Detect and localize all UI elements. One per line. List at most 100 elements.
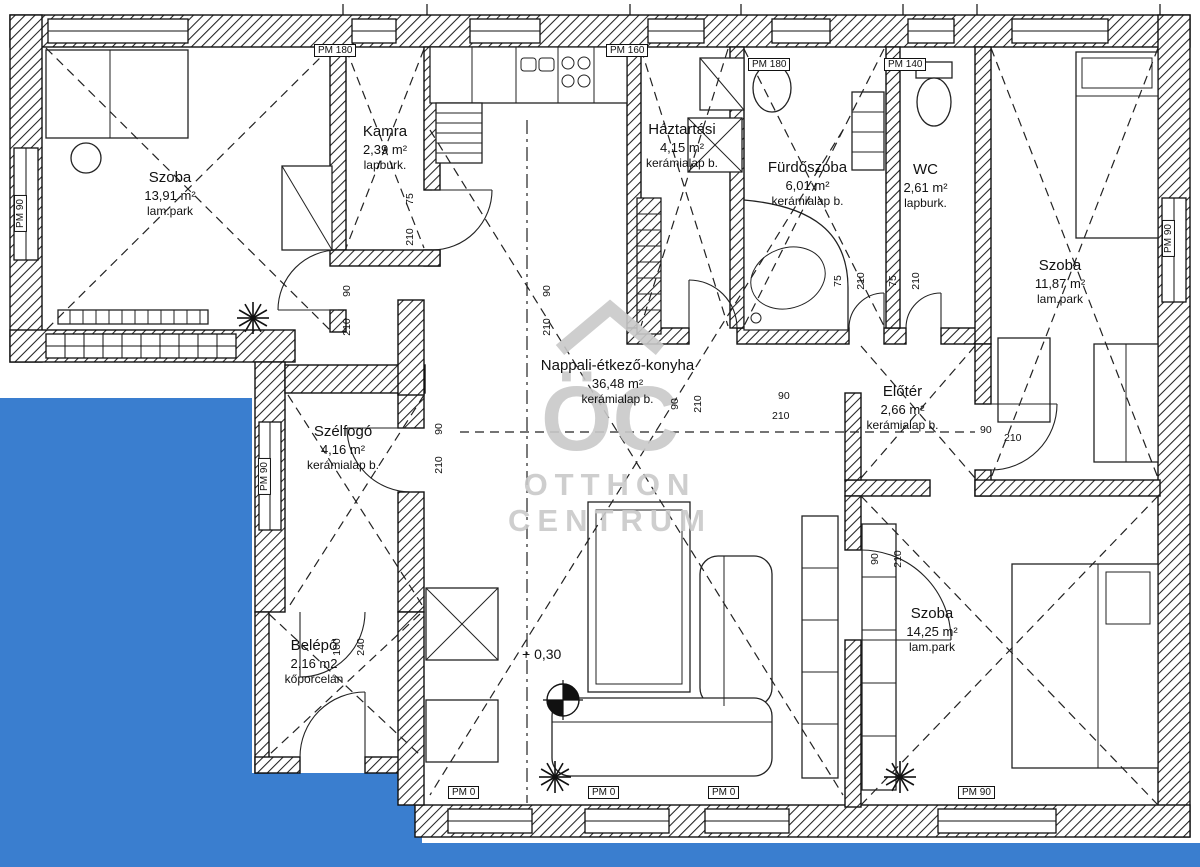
window — [584, 808, 670, 834]
door — [299, 691, 366, 758]
door — [848, 292, 885, 329]
room-label-pantry: Kamra 2,39 m² lapburk. — [344, 122, 426, 174]
room-floor: kerámialap b. — [771, 194, 844, 209]
room-floor: lam.park — [146, 204, 193, 219]
dimension-label: 210 — [1004, 432, 1022, 444]
dimension-label: 90 — [868, 553, 881, 565]
dimension-label: 210 — [432, 456, 445, 474]
room-name: Háztartási — [648, 121, 716, 138]
room-floor: kőporcelán — [284, 672, 344, 687]
room-label-bedroom-2: Szoba 11,87 m² lam.park — [995, 256, 1125, 308]
dimension-label: 90 — [540, 285, 553, 297]
flue — [636, 197, 662, 335]
dimension-label: PM 0 — [588, 786, 620, 799]
room-name: Szoba — [1038, 257, 1082, 274]
dimension-label: PM 90 — [1161, 220, 1175, 257]
window — [937, 808, 1057, 834]
sideboard — [801, 515, 839, 779]
room-area: 13,91 m² — [144, 187, 196, 203]
elevation-label: + 0,30 — [522, 646, 562, 662]
room-name: Nappali-étkező-konyha — [540, 357, 695, 374]
wardrobe — [1093, 343, 1159, 463]
dimension-label: 210 — [891, 550, 904, 568]
dimension-label: 210 — [854, 272, 867, 290]
window — [45, 333, 237, 359]
door — [990, 403, 1058, 471]
window — [47, 18, 189, 44]
dimension-label: 210 — [691, 395, 704, 413]
table — [587, 501, 691, 693]
kitchen-shelf — [435, 102, 483, 164]
dimension-label: 75 — [403, 193, 416, 205]
dimension-label: PM 90 — [13, 195, 27, 232]
room-floor: lapburk. — [904, 196, 947, 211]
doors-layer — [277, 189, 1058, 758]
dimension-label: 210 — [403, 228, 416, 246]
background-mask — [0, 398, 1200, 867]
window — [647, 18, 705, 44]
dimension-label: PM 180 — [314, 44, 357, 57]
room-area: 4,16 m² — [320, 441, 366, 457]
door — [860, 549, 952, 641]
chair — [70, 142, 102, 174]
furniture-layer — [45, 46, 1159, 791]
dimension-label: 90 — [778, 390, 790, 402]
watermark-logo: ÖC — [541, 299, 679, 470]
room-floor: lapburk. — [363, 158, 407, 173]
window — [1011, 18, 1109, 44]
washing-machine — [687, 117, 743, 173]
room-area: 11,87 m² — [1034, 275, 1086, 291]
room-name: Belépő — [290, 637, 338, 654]
dimension-label: PM 180 — [748, 58, 791, 71]
watermark-line2: CENTRUM — [508, 503, 712, 538]
dimension-label: 75 — [831, 275, 844, 287]
room-floor: kerámialap b. — [866, 418, 939, 433]
dimension-label: PM 0 — [448, 786, 480, 799]
toilet — [915, 61, 953, 127]
window — [351, 18, 397, 44]
window — [907, 18, 955, 44]
dimension-label: PM 140 — [884, 58, 927, 71]
room-area: 2,66 m² — [880, 401, 925, 417]
room-label-bathroom: Fürdőszoba 6,01 m² kerámialap b. — [745, 158, 870, 210]
room-label-bedroom-3: Szoba 14,25 m² lam.park — [862, 604, 1002, 656]
window — [704, 808, 790, 834]
room-label-entry: Belépő 2,16 m2 kőporcelán — [258, 636, 370, 688]
dimension-label: 210 — [909, 272, 922, 290]
room-area: 6,01 m² — [785, 177, 830, 193]
radiator — [851, 91, 885, 171]
room-name: WC — [913, 161, 938, 178]
desk — [997, 337, 1051, 423]
door — [299, 611, 366, 678]
dimension-label: 240 — [354, 638, 367, 656]
room-label-foyer: Előtér 2,66 m² kerámialap b. — [845, 382, 960, 434]
window — [469, 18, 541, 44]
dimension-label: 100 — [330, 638, 343, 656]
dimension-label: 210 — [340, 318, 353, 336]
room-area: 2,61 m² — [903, 179, 948, 195]
dresser — [861, 523, 897, 791]
dimension-label: 90 — [340, 285, 353, 297]
room-label-living-kitchen: Nappali-étkező-konyha 36,48 m² kerámiala… — [505, 356, 730, 408]
watermark: ÖC OTTHON CENTRUM — [498, 292, 722, 539]
bed — [1011, 563, 1159, 769]
room-area: 14,25 m² — [906, 623, 958, 639]
watermark-line1: OTTHON — [523, 467, 697, 502]
kitchen-counter — [429, 46, 628, 104]
room-label-wc: WC 2,61 m² lapburk. — [888, 160, 963, 212]
room-name: Szélfogó — [313, 423, 373, 440]
room-area: 4,15 m² — [659, 139, 705, 155]
door — [277, 249, 339, 311]
dimension-label: 75 — [886, 275, 899, 287]
level-marker — [543, 680, 583, 720]
room-area: 36,48 m² — [591, 375, 644, 391]
dimension-label: 210 — [540, 318, 553, 336]
boiler — [699, 57, 745, 111]
bathtub — [743, 199, 849, 331]
watermark-monogram: ÖC — [541, 368, 679, 462]
room-floor: lam.park — [908, 640, 955, 655]
sunburst-symbol — [236, 301, 270, 335]
door — [905, 292, 942, 329]
window — [771, 18, 831, 44]
